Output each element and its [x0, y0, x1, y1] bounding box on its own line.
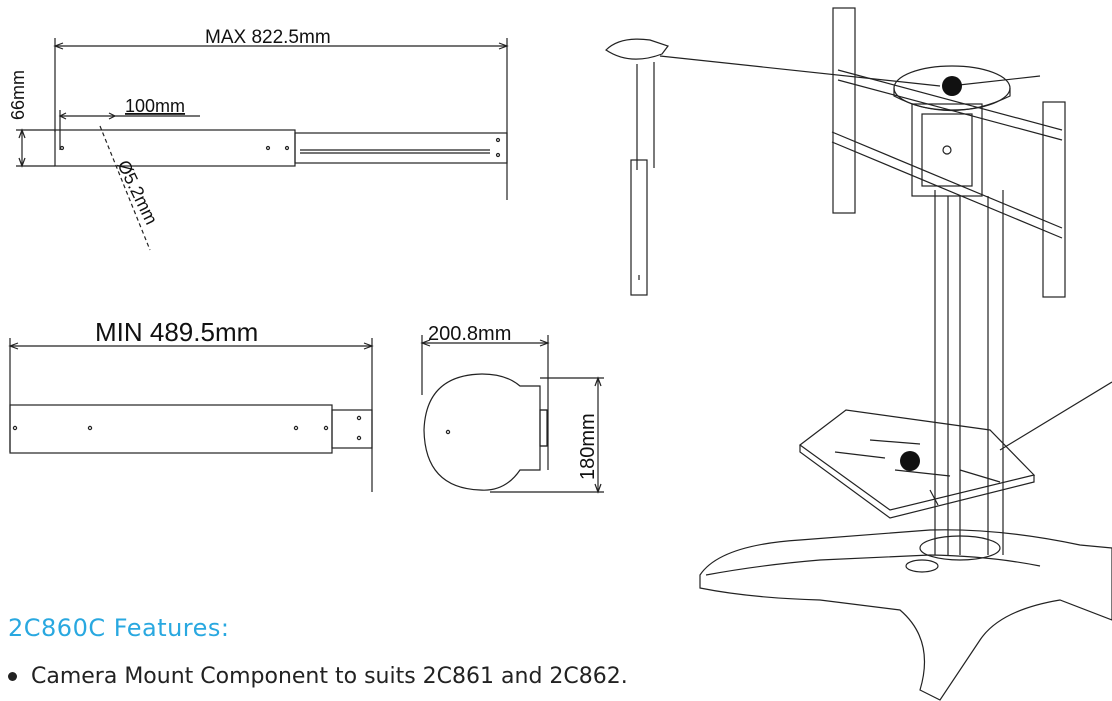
feature-item-text: Camera Mount Component to suits 2C861 an… — [31, 664, 628, 689]
min-length-label: MIN 489.5mm — [95, 317, 258, 347]
callout-dot-top — [942, 76, 962, 96]
hole-diameter-label: Ø5.2mm — [113, 157, 161, 228]
callout-dot-shelf — [900, 451, 920, 471]
features-list: Camera Mount Component to suits 2C861 an… — [8, 664, 628, 689]
tray-top-view-drawing — [420, 335, 604, 494]
tray-width-label: 200.8mm — [428, 323, 511, 345]
tv-stand-drawing — [699, 7, 1112, 701]
max-length-label: MAX 822.5mm — [205, 27, 331, 48]
collapsed-arm-drawing — [8, 338, 374, 492]
offset-100-label: 100mm — [125, 96, 185, 116]
camera-mount-drawing — [605, 38, 941, 296]
feature-item: Camera Mount Component to suits 2C861 an… — [8, 664, 628, 689]
tray-depth-label: 180mm — [577, 413, 599, 480]
height-66-label: 66mm — [8, 70, 28, 120]
bullet-icon — [8, 672, 17, 681]
extended-arm-drawing — [16, 38, 509, 251]
features-title: 2C860C Features: — [8, 614, 230, 642]
